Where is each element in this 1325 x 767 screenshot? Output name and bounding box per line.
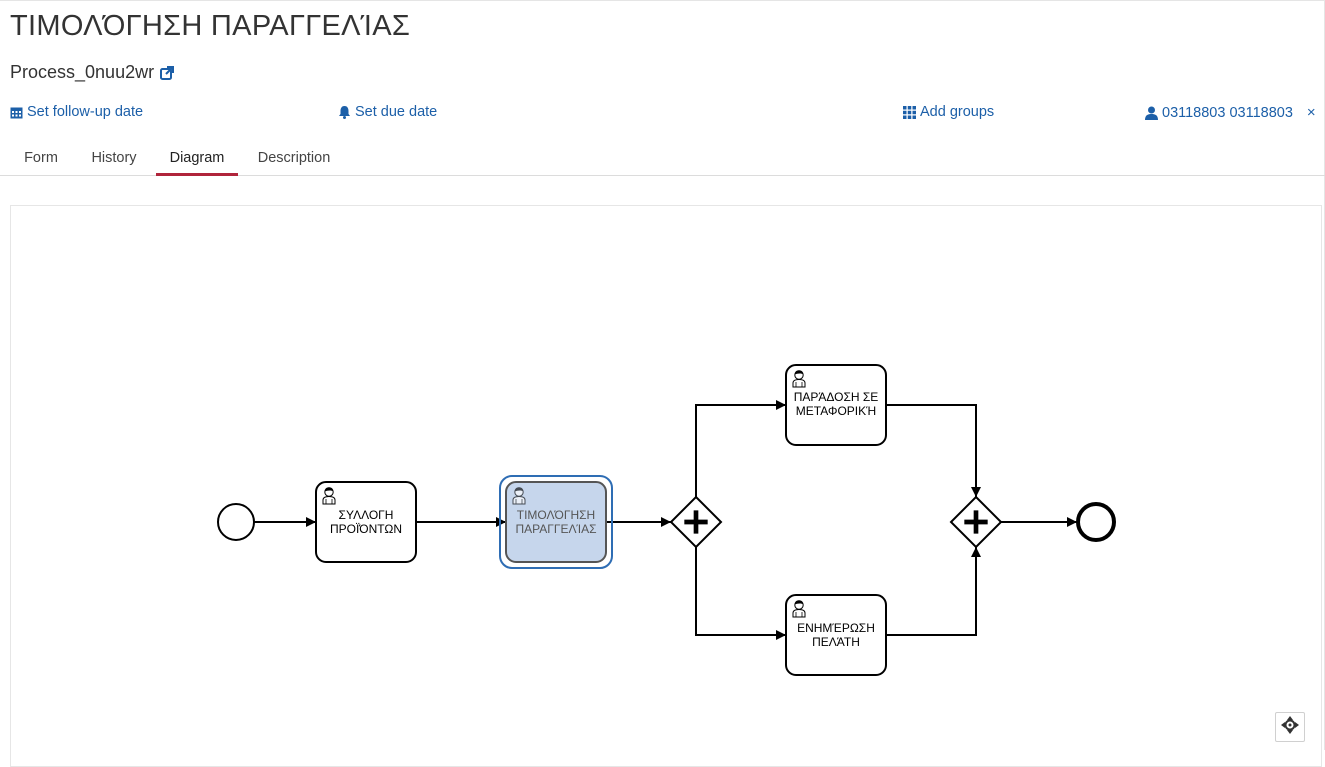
sequence-flows <box>254 400 1077 640</box>
tab-diagram[interactable]: Diagram <box>156 144 238 176</box>
diagram-canvas[interactable]: ΣΥΛΛΟΓΗ ΠΡΟΪΌΝΤΩΝ ΤΙΜΟΛΌΓΗΣΗ ΠΑΡΑΓΓΕΛΊΑΣ… <box>10 205 1322 767</box>
assignee-label: 03118803 03118803 <box>1162 104 1293 121</box>
reset-zoom-button[interactable] <box>1275 712 1305 742</box>
due-date-label: Set due date <box>355 104 438 120</box>
calendar-icon <box>10 106 23 119</box>
bell-icon <box>338 105 351 119</box>
add-groups-link[interactable]: Add groups <box>903 104 994 120</box>
grid-icon <box>903 105 916 119</box>
groups-label: Add groups <box>920 104 995 120</box>
task-title: ΤΙΜΟΛΌΓΗΣΗ ΠΑΡΑΓΓΕΛΊΑΣ <box>10 10 411 42</box>
task-label-line: ΠΡΟΪΌΝΤΩΝ <box>330 522 402 536</box>
task-label-line: ΣΥΛΛΟΓΗ <box>339 508 394 522</box>
external-link-icon[interactable] <box>160 65 175 80</box>
end-event[interactable] <box>1076 502 1116 542</box>
task-label-line: ΠΑΡΑΓΓΕΛΊΑΣ <box>515 522 596 536</box>
task-label-line: ΤΙΜΟΛΌΓΗΣΗ <box>517 508 595 522</box>
tab-bar: Form History Diagram Description <box>0 144 1325 176</box>
user-icon <box>1145 106 1158 120</box>
follow-up-label: Set follow-up date <box>27 104 144 120</box>
tab-description[interactable]: Description <box>257 150 331 166</box>
move-icon <box>1281 715 1299 739</box>
parallel-gateway-join[interactable] <box>949 495 1003 549</box>
remove-assignee-button[interactable]: × <box>1306 104 1316 121</box>
process-definition: Process_0nuu2wr <box>10 62 175 83</box>
task-deliver-to-carrier[interactable]: ΠΑΡΆΔΟΣΗ ΣΕ ΜΕΤΑΦΟΡΙΚΉ <box>785 364 887 446</box>
task-label-line: ΕΝΗΜΈΡΩΣΗ <box>797 621 875 635</box>
set-follow-up-date-link[interactable]: Set follow-up date <box>10 104 143 120</box>
tab-history[interactable]: History <box>91 150 137 166</box>
bpmn-diagram: ΣΥΛΛΟΓΗ ΠΡΟΪΌΝΤΩΝ ΤΙΜΟΛΌΓΗΣΗ ΠΑΡΑΓΓΕΛΊΑΣ… <box>217 364 1116 676</box>
task-notify-customer[interactable]: ΕΝΗΜΈΡΩΣΗ ΠΕΛΆΤΗ <box>785 594 887 676</box>
assignee[interactable]: 03118803 03118803 × <box>1145 104 1316 121</box>
top-border <box>0 0 1325 1</box>
parallel-gateway-split[interactable] <box>669 495 723 549</box>
task-label-line: ΜΕΤΑΦΟΡΙΚΉ <box>796 404 876 418</box>
flow-notify-to-join <box>886 547 981 636</box>
flow-split-to-deliver <box>695 400 786 497</box>
flow-split-to-notify <box>695 547 786 640</box>
task-label-line: ΠΕΛΆΤΗ <box>812 635 860 649</box>
process-name: Process_0nuu2wr <box>10 62 155 82</box>
task-collect-products[interactable]: ΣΥΛΛΟΓΗ ΠΡΟΪΌΝΤΩΝ <box>315 481 417 563</box>
set-due-date-link[interactable]: Set due date <box>338 104 437 120</box>
start-event[interactable] <box>217 503 255 541</box>
task-invoice-order[interactable]: ΤΙΜΟΛΌΓΗΣΗ ΠΑΡΑΓΓΕΛΊΑΣ <box>499 475 613 569</box>
flow-deliver-to-join <box>886 404 981 497</box>
task-label-line: ΠΑΡΆΔΟΣΗ ΣΕ <box>794 390 879 404</box>
tab-form[interactable]: Form <box>24 150 58 166</box>
